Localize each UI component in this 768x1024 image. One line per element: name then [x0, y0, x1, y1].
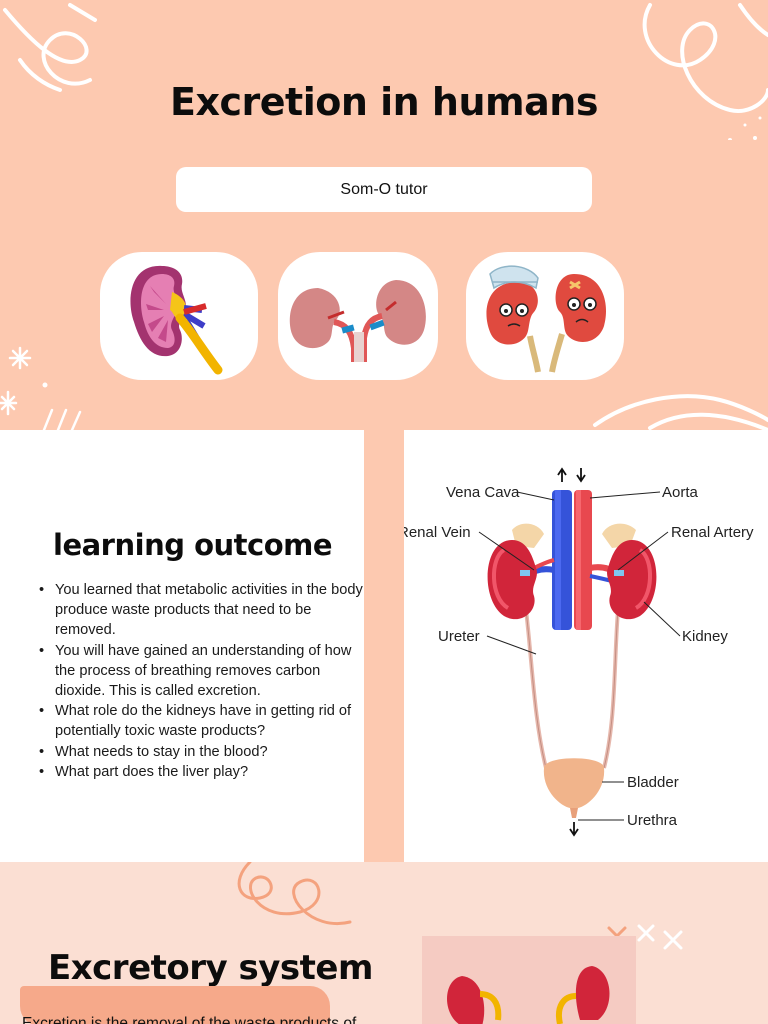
subtitle-pill: Som-O tutor — [176, 167, 592, 212]
sick-kidneys-card — [466, 252, 624, 380]
page-title: Excretion in humans — [170, 80, 598, 124]
swirl-decoration-top — [237, 862, 352, 926]
swirl-decoration-bottom-right — [593, 394, 768, 430]
sick-kidneys-image — [486, 265, 607, 373]
list-item: You learned that metabolic activities in… — [37, 580, 372, 641]
brush-highlight-decoration — [20, 986, 330, 1024]
kidney-cross-section-card — [100, 252, 258, 380]
bladder-label: Bladder — [627, 774, 679, 791]
list-item: What role do the kidneys have in getting… — [37, 701, 372, 741]
sparkle-decoration-left — [0, 346, 82, 430]
kidney-pair-card — [278, 252, 438, 380]
kidney-label: Kidney — [682, 628, 728, 645]
excretory-system-heading: Excretory system — [48, 948, 373, 988]
list-item: What part does the liver play? — [37, 762, 372, 782]
kidney-cross-section-image — [130, 265, 223, 375]
ureter-label: Ureter — [438, 628, 480, 645]
urethra-label: Urethra — [627, 812, 678, 829]
urinary-system-image: Vena Cava Aorta Renal Vein Renal Artery … — [398, 467, 754, 837]
kidney-illustration — [447, 966, 610, 1024]
renal-artery-label: Renal Artery — [671, 524, 754, 541]
aorta-label: Aorta — [662, 484, 699, 501]
vena-cava-label: Vena Cava — [446, 484, 520, 501]
learning-outcome-list: You learned that metabolic activities in… — [37, 580, 372, 782]
learning-outcome-slide: learning outcome You learned that metabo… — [0, 430, 768, 862]
kidney-image-panel — [422, 936, 636, 1024]
learning-outcome-heading: learning outcome — [53, 528, 333, 562]
urinary-system-diagram: Vena Cava Aorta Renal Vein Renal Artery … — [398, 430, 768, 862]
swirl-decoration-top-right — [642, 3, 768, 140]
list-item: You will have gained an understanding of… — [37, 641, 372, 702]
renal-vein-label: Renal Vein — [404, 524, 471, 541]
list-item: What needs to stay in the blood? — [37, 742, 372, 762]
subtitle-text: Som-O tutor — [340, 180, 428, 198]
excretory-system-body: Excretion is the removal of the waste pr… — [22, 1015, 357, 1024]
excretory-system-slide: Excretory system Excretion is the remova… — [0, 862, 768, 1024]
swirl-decoration-top-left — [3, 3, 97, 92]
title-slide: Excretion in humans Som-O tutor — [0, 0, 768, 430]
kidney-pair-image — [289, 280, 426, 362]
